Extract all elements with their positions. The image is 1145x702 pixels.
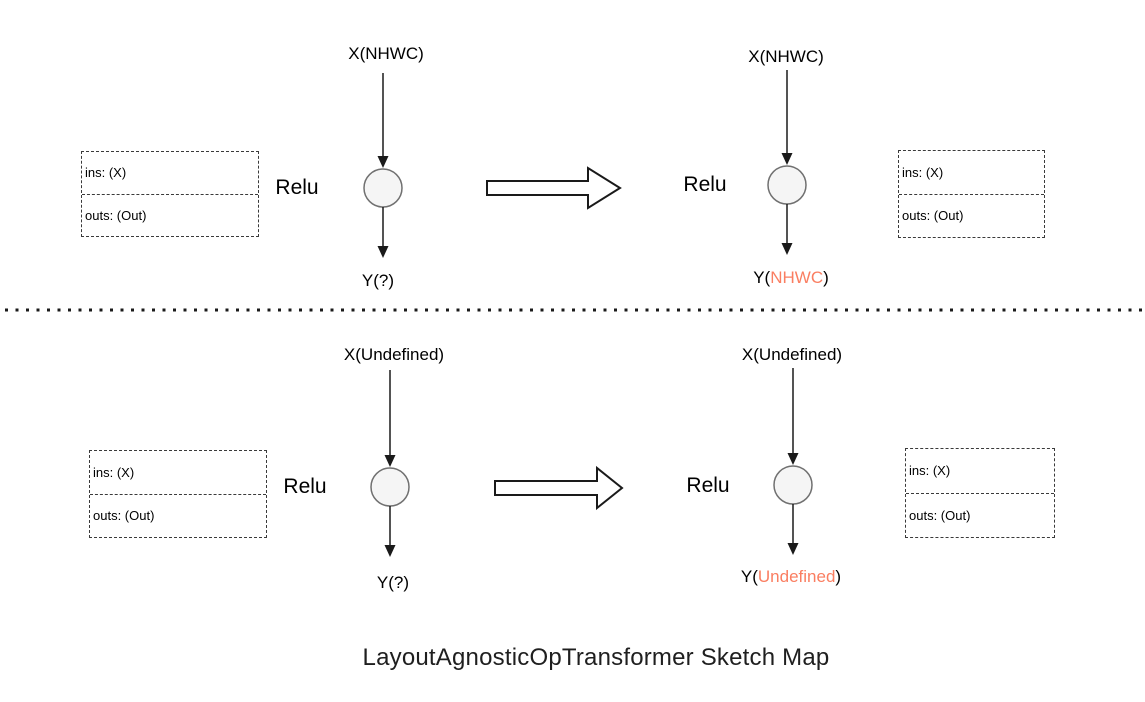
op-io-box: ins: (X) outs: (Out) (905, 448, 1055, 538)
output-tensor-label: Y(NHWC) (753, 268, 829, 288)
output-arrowhead (377, 246, 389, 258)
ins-row: ins: (X) (82, 152, 258, 195)
sketch-map-title: LayoutAgnosticOpTransformer Sketch Map (362, 644, 830, 671)
input-tensor-label: X(Undefined) (741, 345, 843, 364)
ins-row: ins: (X) (906, 449, 1054, 494)
input-tensor-label: X(NHWC) (348, 44, 424, 63)
op-io-box: ins: (X) outs: (Out) (81, 151, 259, 237)
output-suffix: ) (835, 567, 842, 586)
op-io-box: ins: (X) outs: (Out) (898, 150, 1045, 238)
output-tensor-label: Y(Undefined) (741, 567, 841, 587)
output-arrowhead (787, 543, 799, 555)
input-arrowhead (787, 453, 799, 465)
output-prefix: Y( (740, 567, 758, 586)
output-arrowhead (781, 243, 793, 255)
input-tensor-label: X(NHWC) (748, 47, 824, 66)
op-name-label: Relu (283, 475, 327, 498)
output-prefix: Y( (361, 271, 379, 290)
output-value: Undefined (757, 567, 836, 586)
output-suffix: ) (823, 268, 829, 287)
op-name-label: Relu (683, 173, 727, 196)
input-arrowhead (384, 455, 396, 467)
input-tensor-label: X(Undefined) (343, 345, 445, 364)
relu-node-circle (767, 165, 807, 205)
output-value: NHWC (770, 268, 824, 287)
output-tensor-label: Y(?) (377, 573, 409, 593)
relu-node-circle (370, 467, 410, 507)
outs-row: outs: (Out) (93, 508, 155, 524)
output-prefix: Y( (376, 573, 394, 592)
output-arrowhead (384, 545, 396, 557)
input-arrowhead (781, 153, 793, 165)
transform-arrow-bottom (494, 465, 624, 511)
ins-row: ins: (X) (899, 151, 1044, 195)
output-prefix: Y( (753, 268, 771, 287)
outs-row: outs: (Out) (85, 207, 147, 223)
ins-row: ins: (X) (90, 451, 266, 495)
relu-node-circle (363, 168, 403, 208)
output-value: ? (393, 573, 404, 592)
outs-row: outs: (Out) (909, 507, 971, 523)
op-name-label: Relu (275, 176, 319, 199)
output-value: ? (378, 271, 389, 290)
input-arrowhead (377, 156, 389, 168)
output-suffix: ) (388, 271, 395, 290)
output-suffix: ) (403, 573, 410, 592)
relu-node-circle (773, 465, 813, 505)
op-io-box: ins: (X) outs: (Out) (89, 450, 267, 538)
output-tensor-label: Y(?) (362, 271, 394, 291)
outs-row: outs: (Out) (902, 208, 964, 224)
op-name-label: Relu (686, 474, 730, 497)
transform-arrow-top (486, 166, 622, 210)
